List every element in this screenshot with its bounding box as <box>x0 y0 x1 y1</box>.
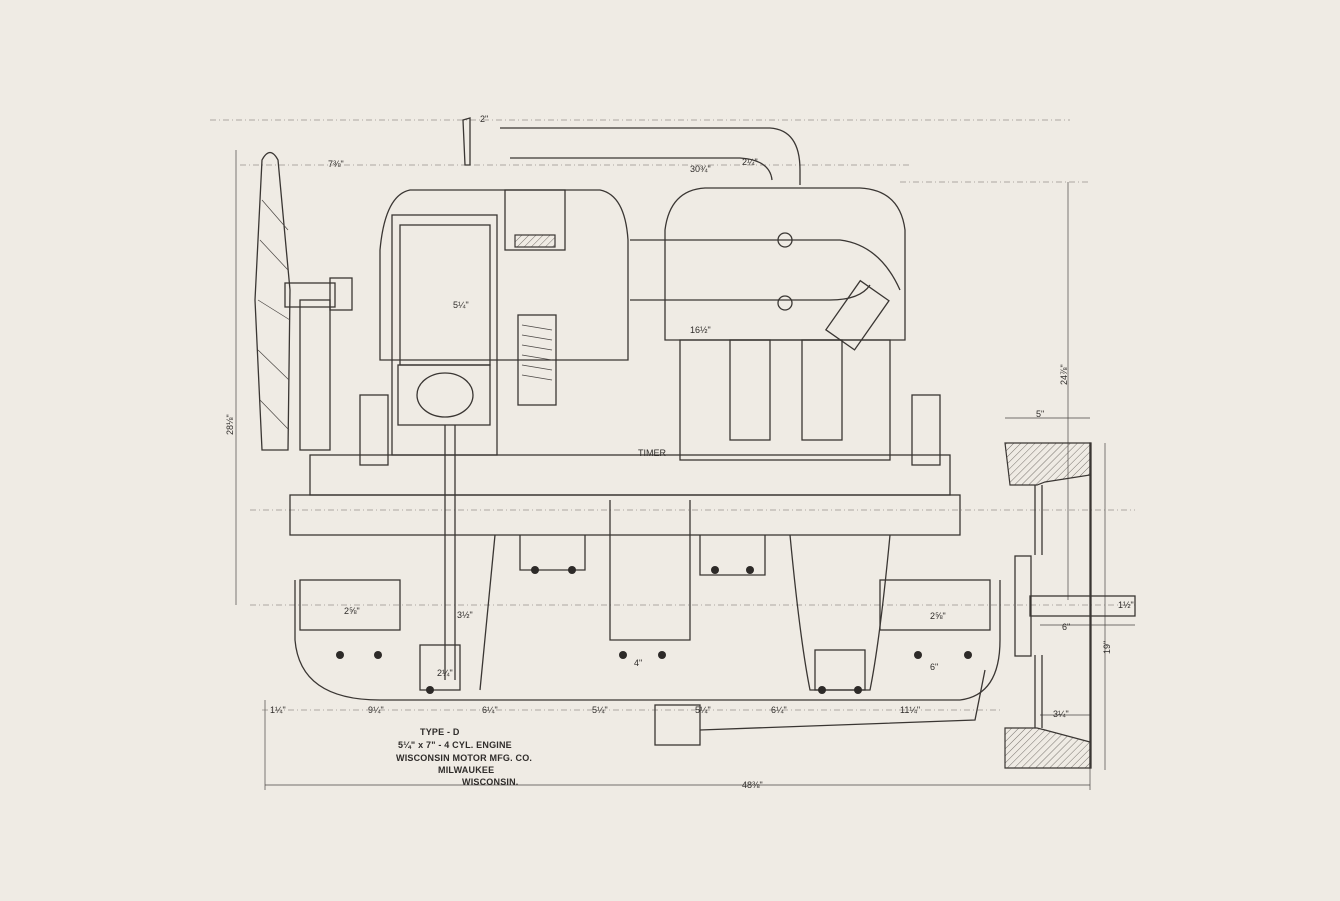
dim-manifold-height: 2¼" <box>742 157 758 167</box>
exhaust-pipe <box>462 117 801 185</box>
dim-crank-pin: 3½" <box>457 610 473 620</box>
dim-overall-height-left: 28⅛" <box>225 414 235 435</box>
dim-shaft-length: 6" <box>1062 622 1070 632</box>
title-type: TYPE - D <box>420 727 460 737</box>
title-block: TYPE - D 5¼" x 7" - 4 CYL. ENGINE WISCON… <box>396 727 532 787</box>
dim-bore: 5¼" <box>453 300 469 310</box>
cylinder-block-rear <box>359 187 941 466</box>
dim-flywheel-dia: 19" <box>1102 641 1112 654</box>
dim-flywheel-web: 3¼" <box>1053 709 1069 719</box>
dim-seg-3: 6¼" <box>482 705 498 715</box>
dim-shaft-dia: 1½" <box>1118 600 1134 610</box>
flywheel <box>1004 442 1136 769</box>
crankcase <box>289 454 1001 746</box>
dim-flywheel-width: 5" <box>1036 409 1044 419</box>
dim-overall-height-right: 24⅞" <box>1059 364 1069 385</box>
dim-seg-6: 6¼" <box>771 705 787 715</box>
title-city: MILWAUKEE <box>438 765 494 775</box>
dim-intake-length: 16½" <box>690 325 711 335</box>
dim-seg-2: 9¼" <box>368 705 384 715</box>
dim-rear-bearing-length: 6" <box>930 662 938 672</box>
title-engine: 5¼" x 7" - 4 CYL. ENGINE <box>398 740 512 750</box>
dim-rod-end: 2¼" <box>437 668 453 678</box>
dimension-labels: 2" 7⅜" 30¾" 2¼" 5¼" 16½" 28⅛" 24⅞" TIMER… <box>225 114 1134 790</box>
dimension-lines <box>210 119 1135 790</box>
cylinder-block-front <box>379 189 629 680</box>
timer-label: TIMER <box>638 448 666 458</box>
dim-seg-5: 5¼" <box>695 705 711 715</box>
dim-center-bearing: 4" <box>634 658 642 668</box>
dim-front-bearing: 2⅝" <box>344 606 360 616</box>
dim-fan-to-cylinder: 7⅜" <box>328 159 344 169</box>
dim-rear-bearing: 2⅝" <box>930 611 946 621</box>
title-company: WISCONSIN MOTOR MFG. CO. <box>396 753 532 763</box>
dim-overall-length: 48⅜" <box>742 780 763 790</box>
dim-seg-7: 11¼" <box>900 705 920 715</box>
dim-seg-4: 5¼" <box>592 705 608 715</box>
dim-exhaust-offset: 2" <box>480 114 488 124</box>
dim-seg-1: 1¼" <box>270 705 286 715</box>
dim-overall-top: 30¾" <box>690 164 711 174</box>
fan <box>254 151 353 451</box>
bolts <box>336 566 972 694</box>
title-state: WISCONSIN. <box>462 777 519 787</box>
